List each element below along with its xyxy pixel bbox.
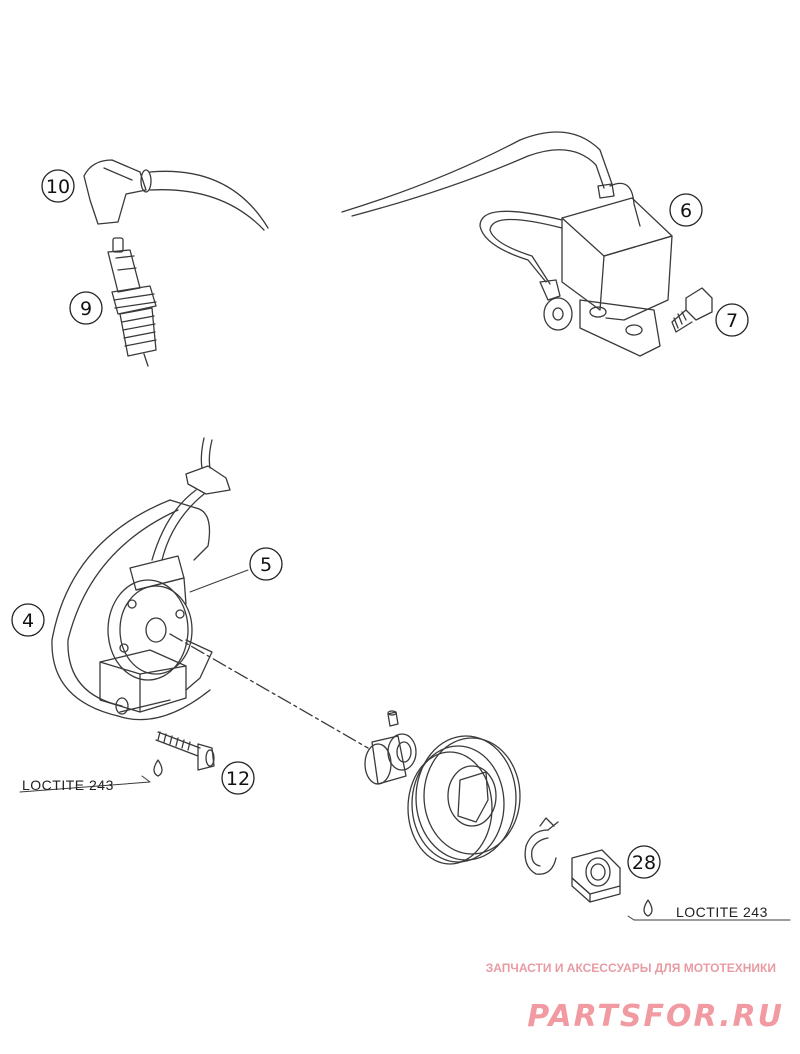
svg-text:12: 12: [226, 768, 250, 790]
stator-wire-harness: [151, 437, 231, 561]
ht-cable: [149, 170, 269, 231]
loctite-note-right: LOCTITE 243: [676, 904, 768, 920]
svg-text:4: 4: [22, 610, 34, 632]
svg-text:10: 10: [46, 176, 70, 198]
callout-28: 28: [627, 845, 661, 879]
callout-12: 12: [221, 761, 255, 795]
spark-plug: [107, 237, 157, 367]
flywheel-nut: [571, 849, 621, 903]
watermark-tagline: ЗАПЧАСТИ И АКСЕССУАРЫ ДЛЯ МОТОТЕХНИКИ: [486, 961, 776, 975]
callout-6: 6: [669, 193, 703, 227]
watermark-brand: PARTSFOR.RU: [527, 999, 784, 1034]
svg-text:5: 5: [260, 554, 272, 576]
assembly-axis: [169, 633, 369, 749]
svg-text:9: 9: [80, 298, 92, 320]
stator-coil: [99, 555, 213, 715]
loctite-drop-left: [153, 759, 163, 777]
spark-plug-cap: [83, 159, 152, 225]
svg-text:7: 7: [726, 310, 738, 332]
svg-text:6: 6: [680, 200, 692, 222]
svg-text:28: 28: [632, 852, 656, 874]
callout-10: 10: [41, 169, 75, 203]
callout-4: 4: [11, 603, 45, 637]
callout-5: 5: [249, 547, 283, 581]
circlip: [524, 817, 559, 875]
ground-terminal: [539, 279, 573, 331]
flywheel-rotor: [407, 735, 521, 865]
ignition-coil: [561, 197, 673, 357]
loctite-note-left: LOCTITE 243: [22, 777, 114, 793]
loctite-drop-right: [643, 899, 653, 917]
flywheel-hub: [364, 733, 417, 785]
stator-base-plate: [51, 499, 211, 721]
coil-bolt: [671, 287, 713, 333]
callout-9: 9: [69, 291, 103, 325]
woodruff-key: [387, 710, 399, 727]
stator-screw: [155, 731, 215, 771]
ignition-coil-cables: [341, 131, 641, 285]
callout-leaders: [19, 569, 791, 921]
callout-7: 7: [715, 303, 749, 337]
